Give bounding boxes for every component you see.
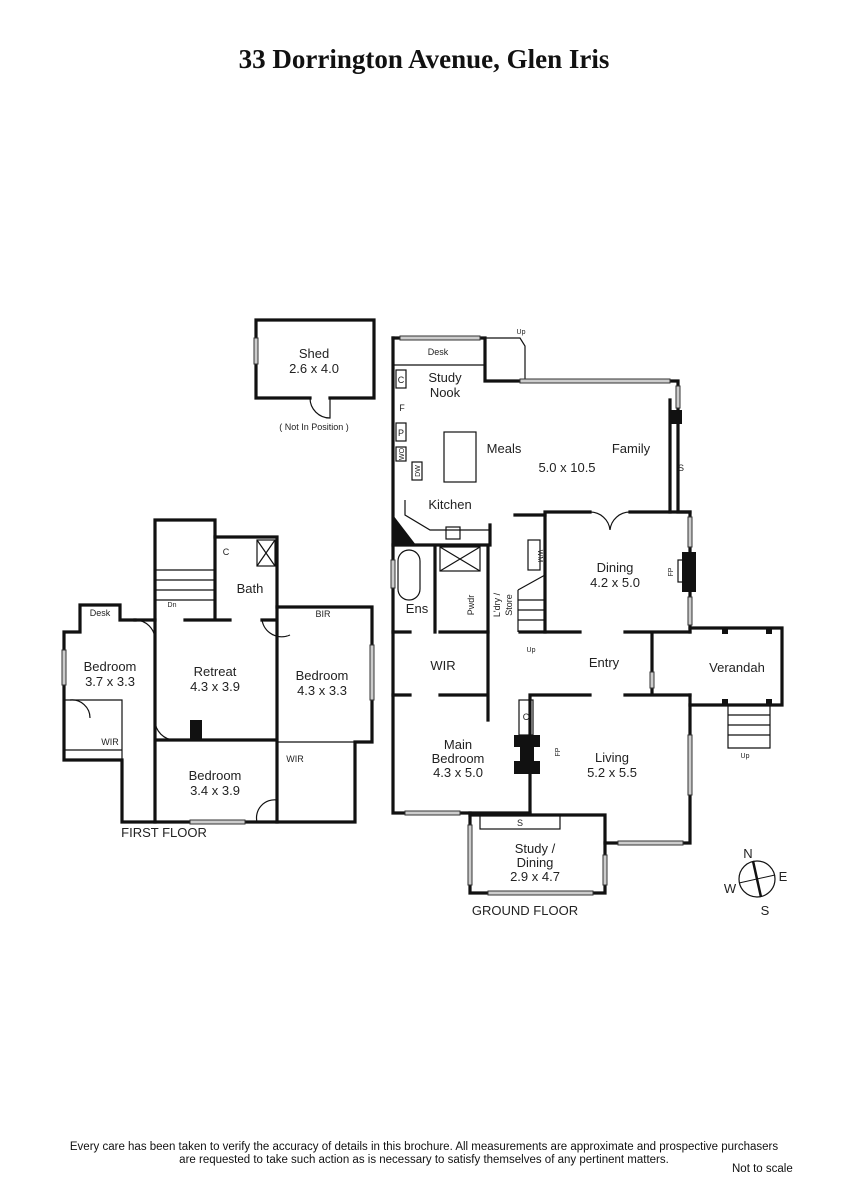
entry-label: Entry — [589, 655, 620, 670]
shed-size: 2.6 x 4.0 — [289, 361, 339, 376]
wir-label: WIR — [430, 658, 455, 673]
first-floor-labels: Desk Bath BIR Dn C Bedroom 3.7 x 3.3 Ret… — [84, 547, 349, 840]
dining-size: 4.2 x 5.0 — [590, 575, 640, 590]
study-dining-size: 2.9 x 4.7 — [510, 869, 560, 884]
compass: N E S W — [724, 846, 788, 918]
shed-label: Shed — [299, 346, 329, 361]
fridge-label: F — [399, 403, 405, 413]
wall-oven-label: WO — [399, 447, 406, 460]
desk-label: Desk — [428, 347, 449, 357]
living-cupboard-label: C — [523, 712, 530, 722]
storage-label: S — [678, 463, 684, 473]
bedroom-bottom-size: 3.4 x 3.9 — [190, 783, 240, 798]
wir-left-label: WIR — [101, 737, 119, 747]
bir-label: BIR — [315, 609, 331, 619]
study-nook-label: Study — [428, 370, 462, 385]
disclaimer: Every care has been taken to verify the … — [0, 1141, 848, 1167]
fireplace-label-2: FP — [555, 747, 562, 756]
living-label: Living — [595, 750, 629, 765]
study-nook-label-2: Nook — [430, 385, 461, 400]
scale-note: Not to scale — [732, 1163, 793, 1175]
bedroom-right-label: Bedroom — [296, 668, 349, 683]
meals-label: Meals — [487, 441, 522, 456]
first-floor-label: FIRST FLOOR — [121, 825, 207, 840]
disclaimer-line-2: are requested to take such action as is … — [179, 1154, 669, 1166]
powder-label: Pwdr — [466, 595, 476, 616]
compass-s: S — [761, 903, 770, 918]
verandah-up-label: Up — [741, 753, 750, 760]
up-label: Up — [517, 329, 526, 336]
ff-cupboard-label: C — [223, 547, 230, 557]
first-floor — [61, 518, 375, 825]
retreat-size: 4.3 x 3.9 — [190, 679, 240, 694]
disclaimer-line-1: Every care has been taken to verify the … — [69, 1141, 779, 1153]
compass-w: W — [724, 881, 737, 896]
main-bedroom-label-2: Bedroom — [432, 751, 485, 766]
compass-e: E — [779, 869, 788, 884]
washing-machine-label: WM — [536, 550, 543, 563]
family-label: Family — [612, 441, 651, 456]
ground-floor-labels: Desk Study Nook Meals Family 5.0 x 10.5 … — [398, 329, 765, 918]
study-dining-label-2: Dining — [517, 855, 554, 870]
study-storage-label: S — [517, 818, 523, 828]
main-bedroom-label: Main — [444, 737, 472, 752]
verandah-label: Verandah — [709, 660, 765, 675]
laundry-label: L'dry / — [492, 592, 502, 617]
dishwasher-label: DW — [415, 465, 422, 477]
bedroom-bottom-label: Bedroom — [189, 768, 242, 783]
living-size: 5.2 x 5.5 — [587, 765, 637, 780]
cupboard-label: C — [398, 375, 405, 385]
fireplace-label: FP — [668, 567, 675, 576]
compass-n: N — [743, 846, 752, 861]
store-label: Store — [504, 594, 514, 616]
ensuite-label: Ens — [406, 601, 429, 616]
wir-right-label: WIR — [286, 754, 304, 764]
dining-label: Dining — [597, 560, 634, 575]
bedroom-left-size: 3.7 x 3.3 — [85, 674, 135, 689]
shed: Shed 2.6 x 4.0 ( Not In Position ) — [253, 318, 376, 432]
shed-note: ( Not In Position ) — [279, 422, 349, 432]
ground-floor — [390, 335, 784, 896]
main-bedroom-size: 4.3 x 5.0 — [433, 765, 483, 780]
stairs-up-label: Up — [527, 647, 536, 654]
bedroom-left-label: Bedroom — [84, 659, 137, 674]
ground-floor-label: GROUND FLOOR — [472, 903, 578, 918]
ff-desk-label: Desk — [90, 608, 111, 618]
bedroom-right-size: 4.3 x 3.3 — [297, 683, 347, 698]
meals-family-size: 5.0 x 10.5 — [538, 460, 595, 475]
pantry-label: P — [398, 428, 404, 438]
bath-label: Bath — [237, 581, 264, 596]
page-title: 33 Dorrington Avenue, Glen Iris — [238, 44, 610, 74]
study-dining-label: Study / — [515, 841, 556, 856]
kitchen-label: Kitchen — [428, 497, 471, 512]
dn-label: Dn — [168, 602, 177, 609]
retreat-label: Retreat — [194, 664, 237, 679]
